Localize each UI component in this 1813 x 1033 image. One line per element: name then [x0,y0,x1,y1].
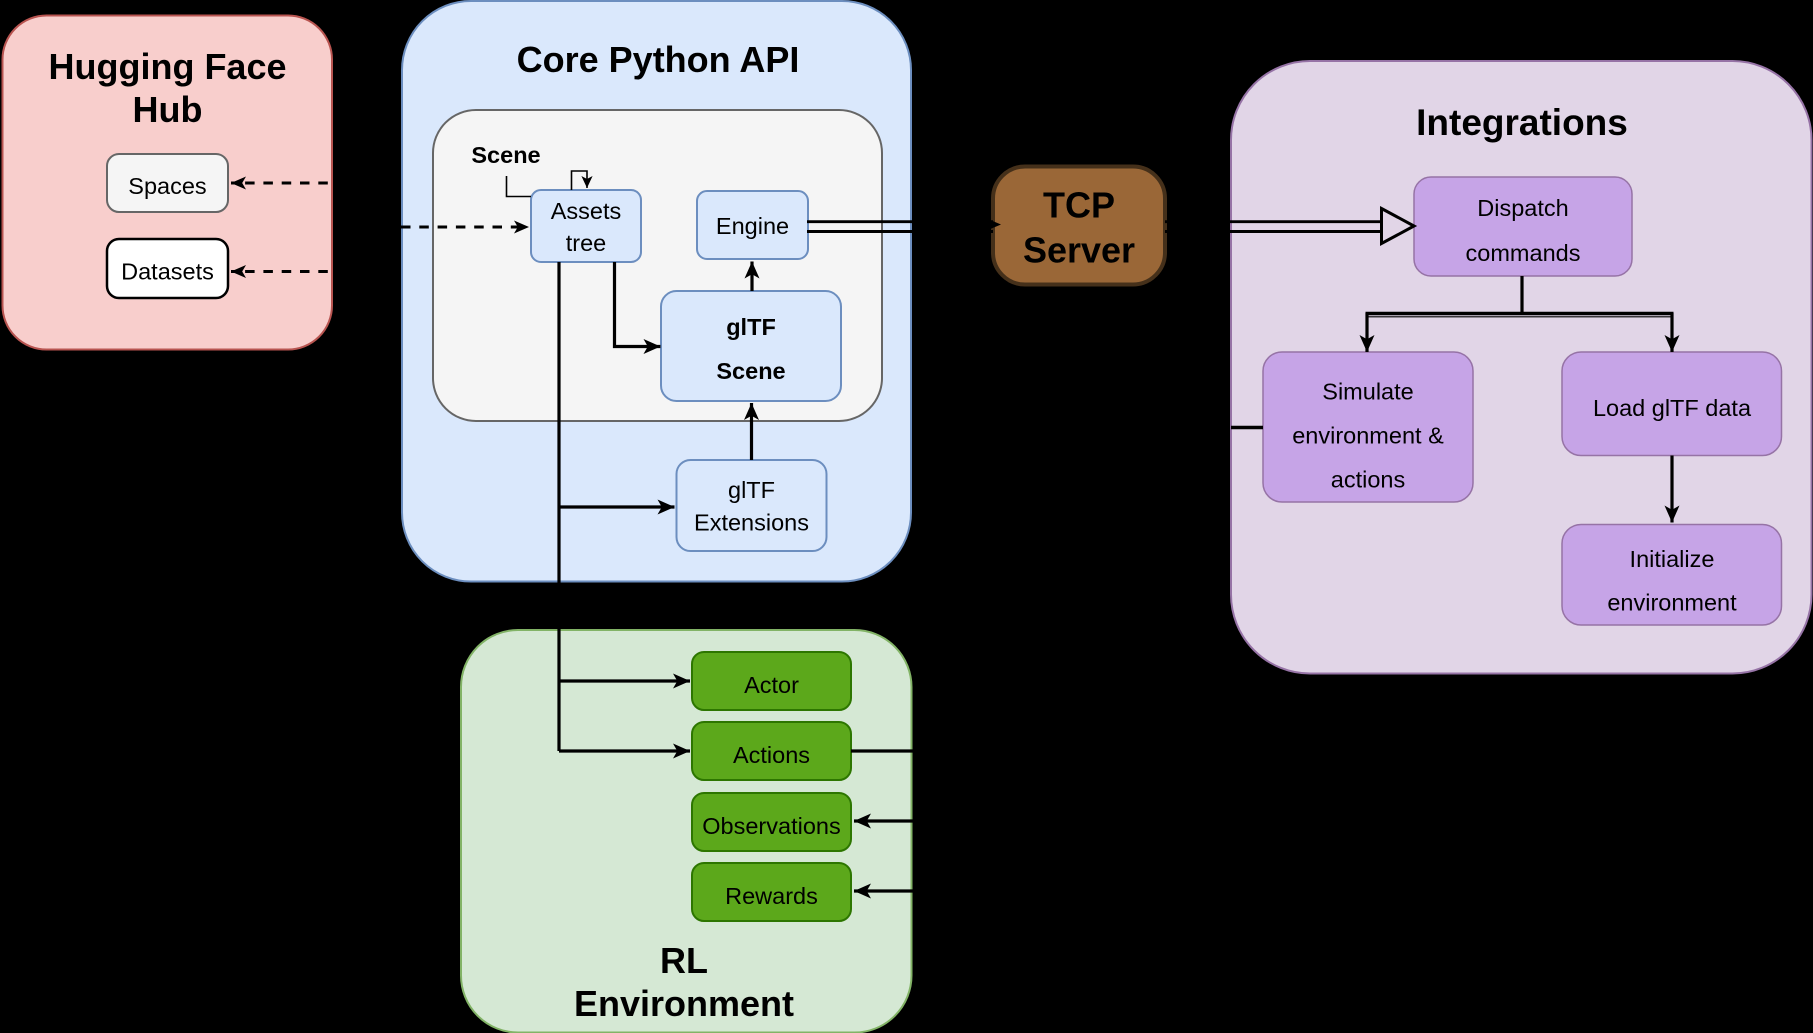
svg-text:Observations: Observations [702,813,840,839]
svg-text:Initialize: Initialize [1630,546,1715,572]
svg-text:Environment: Environment [574,983,794,1024]
svg-text:environment: environment [1607,590,1737,616]
svg-text:Actor: Actor [744,672,799,698]
svg-text:Core Python API: Core Python API [517,39,800,80]
svg-text:Hub: Hub [133,89,203,130]
svg-text:Scene: Scene [716,358,785,384]
svg-text:Load glTF data: Load glTF data [1593,395,1752,421]
svg-text:commands: commands [1466,240,1581,266]
svg-text:Actions: Actions [733,742,810,768]
svg-text:glTF: glTF [726,314,776,340]
svg-text:glTF: glTF [728,477,775,503]
svg-text:Scene: Scene [471,142,540,168]
svg-text:Assets: Assets [551,198,622,224]
svg-text:Spaces: Spaces [128,173,206,199]
svg-text:Server: Server [1023,230,1135,271]
svg-text:Rewards: Rewards [725,883,818,909]
svg-text:environment &: environment & [1292,423,1444,449]
svg-text:Dispatch: Dispatch [1477,195,1568,221]
svg-text:Extensions: Extensions [694,510,809,536]
svg-text:actions: actions [1331,467,1405,493]
svg-text:tree: tree [566,230,607,256]
svg-text:Datasets: Datasets [121,259,214,285]
svg-text:RL: RL [660,940,708,981]
svg-text:Integrations: Integrations [1416,102,1628,143]
svg-text:Hugging Face: Hugging Face [48,46,286,87]
svg-text:Engine: Engine [716,213,789,239]
svg-text:TCP: TCP [1043,185,1115,226]
svg-text:Simulate: Simulate [1322,379,1413,405]
